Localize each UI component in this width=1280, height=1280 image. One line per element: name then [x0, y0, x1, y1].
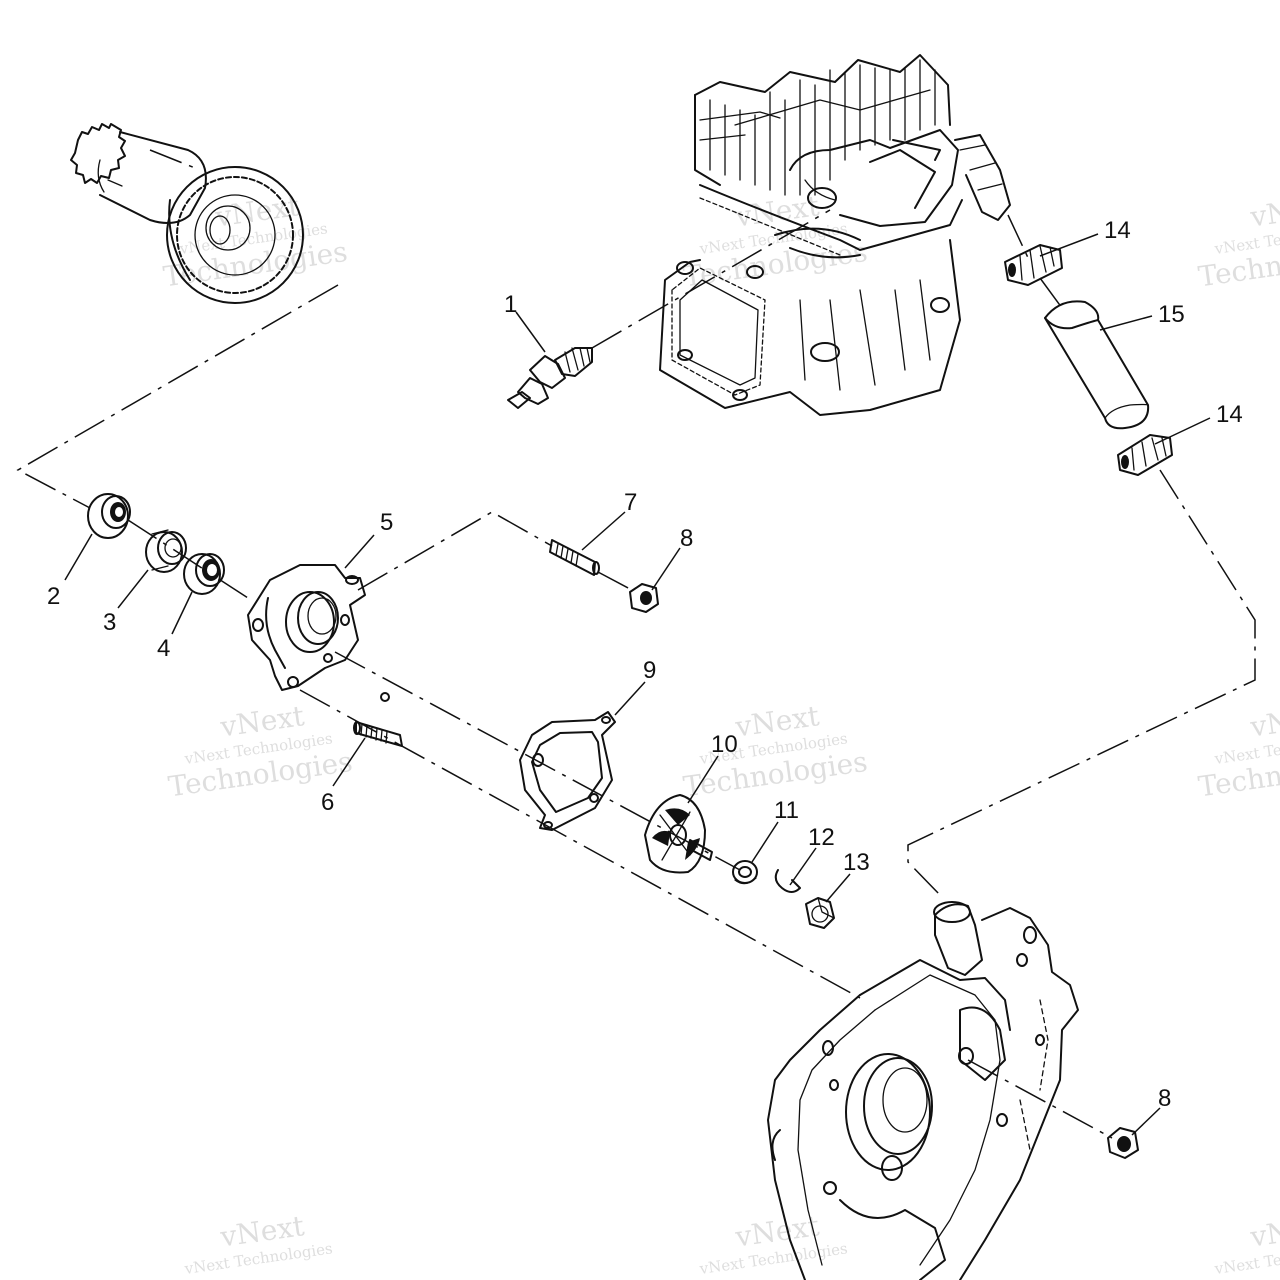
- centerline-nut8b: [967, 1059, 1113, 1139]
- callout-14: 14: [1104, 217, 1131, 244]
- shaft-body: [99, 131, 207, 225]
- callout-5: 5: [380, 509, 393, 536]
- pump-housing: [247, 564, 390, 702]
- callout-10: 10: [711, 731, 738, 758]
- callout-6: 6: [321, 789, 334, 816]
- centerline-nut8: [597, 571, 633, 591]
- callout-1: 1: [504, 291, 517, 318]
- head-cap: [789, 129, 959, 227]
- washer: [732, 860, 758, 885]
- centerline-gear-bearing: [16, 284, 339, 509]
- callout-15: 15: [1158, 301, 1185, 328]
- watermark-brand: vNext: [1247, 1209, 1280, 1254]
- centerline-hose: [907, 469, 1256, 896]
- crankcase-cover: [767, 901, 1079, 1280]
- gear-axis: [149, 149, 201, 171]
- callout-14: 14: [1216, 401, 1243, 428]
- callouts: 1 2 3 4 5 6 7 8 8 9 10 11 12 13 14 14 15: [47, 217, 1243, 1112]
- hose-clamp-upper: [1004, 244, 1063, 286]
- gasket: [519, 711, 616, 831]
- assembly-lines: [16, 209, 1256, 1139]
- centerline-hose-mid: [1039, 277, 1063, 309]
- callout-4: 4: [157, 635, 170, 662]
- stud-7: [549, 539, 600, 576]
- stud-6: [353, 721, 403, 747]
- bearing-2: [87, 493, 131, 539]
- large-gear-outline: [166, 166, 304, 304]
- leader-lines: [64, 233, 1211, 1136]
- callout-11: 11: [774, 797, 799, 824]
- head-outlet: [954, 134, 1011, 221]
- callout-2: 2: [47, 583, 60, 610]
- impeller: [644, 794, 713, 874]
- hose-clamp-lower: [1117, 434, 1173, 476]
- nut-13: [805, 897, 835, 929]
- callout-13: 13: [843, 849, 870, 876]
- centerline-hose-top: [1007, 214, 1031, 263]
- callout-8: 8: [680, 525, 693, 552]
- callout-3: 3: [103, 609, 116, 636]
- callout-12: 12: [808, 824, 835, 851]
- centerline-sparkplug: [591, 209, 831, 349]
- watermark-brand: vNext: [1247, 189, 1280, 234]
- nut-8-lower: [1107, 1127, 1139, 1159]
- balancer-gear-assembly: [70, 123, 304, 304]
- cover-outlet-nipple: [934, 903, 983, 976]
- seal-4: [183, 553, 225, 595]
- pinion-gear: [70, 123, 126, 184]
- callout-7: 7: [624, 489, 637, 516]
- centerline-impeller: [334, 651, 741, 871]
- callout-8: 8: [1158, 1085, 1171, 1112]
- o-ring: [380, 692, 390, 702]
- callout-9: 9: [643, 657, 656, 684]
- cylinder-body: [659, 239, 961, 416]
- bearing-3: [145, 529, 187, 573]
- circlip: [774, 869, 801, 893]
- spark-plug: [507, 347, 593, 409]
- hose: [1044, 300, 1150, 430]
- nut-8-upper: [629, 583, 659, 613]
- cylinder-assembly: [659, 54, 1011, 416]
- centerline-bearings: [127, 519, 249, 599]
- watermark-brand: vNext: [1247, 699, 1280, 744]
